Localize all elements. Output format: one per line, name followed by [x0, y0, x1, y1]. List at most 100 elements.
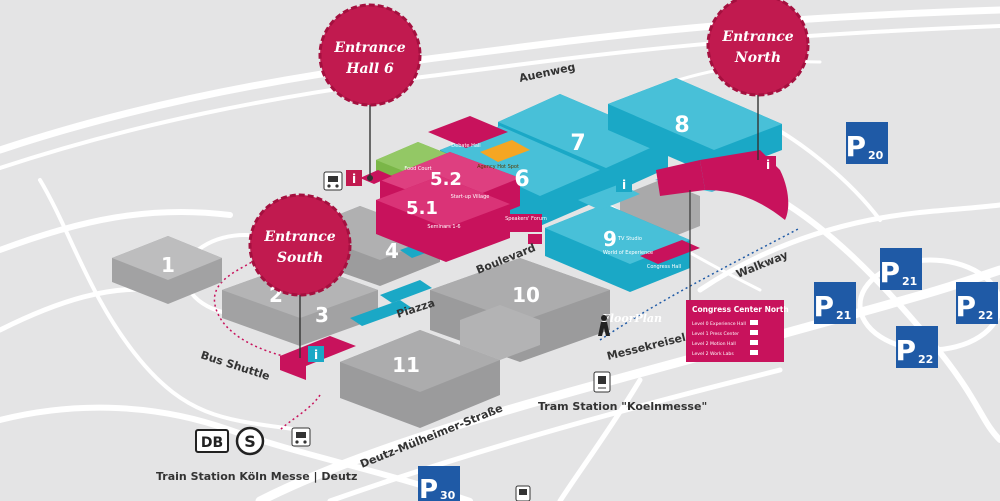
level-icon	[750, 320, 758, 325]
s-bahn-logo-text: S	[244, 432, 256, 451]
hall-5-1-label: 5.1	[406, 198, 438, 219]
parking-icon: P 21	[813, 282, 856, 324]
info-icon-label: i	[622, 178, 626, 192]
startup-village-label: Start-up Village	[451, 194, 490, 200]
hall-5-1-roof	[376, 176, 510, 228]
entrance-north-hall	[656, 160, 705, 196]
tram-icon	[593, 371, 611, 393]
floorplan-label: FloorPlan	[601, 312, 662, 325]
piazza-walkway-a	[380, 280, 432, 303]
parking-number-p21b: 21	[836, 309, 851, 322]
parking-icon: P 30	[418, 466, 460, 501]
hall-8-label: 8	[674, 113, 689, 138]
info-icon: i	[760, 156, 776, 172]
road-west	[0, 208, 233, 253]
road-deutz-inner	[327, 367, 783, 501]
hall-7-label: 7	[570, 131, 585, 156]
parking-icon: P 22	[895, 326, 938, 368]
road-west-loop	[38, 178, 302, 432]
hall-11-roof	[340, 330, 500, 392]
food-court-roof	[376, 142, 458, 176]
entrance-hall6-line2: Hall 6	[345, 61, 394, 77]
entrance-hall6-line1: Entrance	[333, 40, 405, 56]
parking-icon: P 21	[879, 248, 922, 290]
bus-icon	[291, 427, 311, 447]
hall-10-label: 10	[512, 283, 540, 307]
world-of-experience-label: World of Experience	[603, 250, 653, 256]
parking-icon: P 20	[845, 122, 888, 164]
agency-hotspot-label: Agency Hot Spot	[477, 164, 519, 170]
db-logo: DB	[195, 429, 229, 453]
info-icon-label: i	[766, 158, 770, 172]
bus-icon	[323, 171, 343, 191]
s-bahn-logo: S	[235, 426, 265, 456]
food-court-label: Food Court	[404, 166, 431, 172]
debate-hall-label: Debate Hall	[451, 143, 480, 149]
entrance-north-line2: North	[734, 50, 781, 66]
entrance-badge-south: Entrance South	[248, 193, 352, 358]
parking-number-p21a: 21	[902, 275, 917, 288]
hall-3-label: 3	[315, 303, 329, 327]
hall-4-label: 4	[385, 239, 399, 263]
parking-letter: P	[955, 290, 976, 323]
road-rail-south	[0, 404, 473, 501]
level-icon	[750, 350, 758, 355]
hall-6-roof	[440, 126, 600, 196]
tram-icon	[515, 485, 531, 501]
entrance-north-line1: Entrance	[721, 29, 793, 45]
hall-9-label: 9	[603, 227, 617, 251]
hall-1-roof	[112, 236, 222, 280]
congress-level-item: Level 2 Work Labs	[692, 351, 734, 357]
hall-1-label: 1	[161, 253, 175, 277]
road-east	[697, 202, 1000, 293]
parking-letter: P	[895, 334, 916, 367]
parking-number-p20: 20	[868, 149, 884, 162]
info-icon: i	[308, 346, 324, 362]
tram-station-label: Tram Station "Koelnmesse"	[538, 400, 707, 413]
hall-11-label: 11	[392, 353, 420, 377]
info-icon-label: i	[314, 348, 318, 362]
parking-number-p22a: 22	[978, 309, 993, 322]
road-south-link	[557, 377, 643, 501]
hall-10-annex	[460, 305, 540, 360]
parking-letter: P	[419, 475, 438, 501]
pedestrian-icon	[598, 315, 610, 336]
info-icon-label: i	[352, 172, 356, 186]
entrance-badge-hall6: Entrance Hall 6	[318, 3, 422, 181]
entrance-south-line1: Entrance	[263, 229, 335, 245]
walkway-path	[599, 227, 801, 341]
speakers-forum-block	[510, 214, 542, 232]
congress-center-card: Congress Center North Level 0 Experience…	[686, 190, 789, 362]
hall-5-2-label: 5.2	[430, 169, 462, 190]
parking-letter: P	[845, 130, 866, 163]
level-icon	[750, 340, 758, 345]
parking-number-p22b: 22	[918, 353, 933, 366]
parking-icon: P 22	[955, 282, 998, 324]
congress-hall-block	[640, 240, 700, 264]
piazza-walkway-b	[350, 300, 412, 326]
hall-6-label: 6	[514, 167, 529, 192]
parking-number-p30: 30	[440, 489, 456, 501]
debate-hall-block	[428, 116, 508, 148]
entrance-south-line2: South	[277, 250, 323, 266]
congress-level-item: Level 0 Experience Hall	[692, 321, 746, 327]
speakers-forum-icon-tile	[528, 234, 542, 244]
level-icon	[750, 330, 758, 335]
parking-letter: P	[879, 256, 900, 289]
train-station-label: Train Station Köln Messe | Deutz	[156, 470, 357, 483]
congress-hall-label: Congress Hall	[647, 264, 681, 270]
agency-hotspot-block	[480, 140, 530, 162]
info-icon: i	[346, 170, 362, 186]
info-icon: i	[616, 176, 632, 192]
tv-studio-label: TV Studio	[617, 236, 642, 242]
seminars-label: Seminars 1-6	[427, 224, 460, 230]
hall-9-roof	[545, 204, 690, 264]
entrance-hall6-building	[360, 170, 392, 184]
entrance-badge-north: Entrance North	[706, 0, 810, 160]
db-logo-text: DB	[201, 435, 223, 451]
parking-markers: P 20 P 21 P 21 P 22 P 22 P 30	[418, 122, 998, 501]
bus-shuttle-path	[213, 259, 301, 361]
congress-level-item: Level 1 Press Center	[692, 331, 739, 337]
